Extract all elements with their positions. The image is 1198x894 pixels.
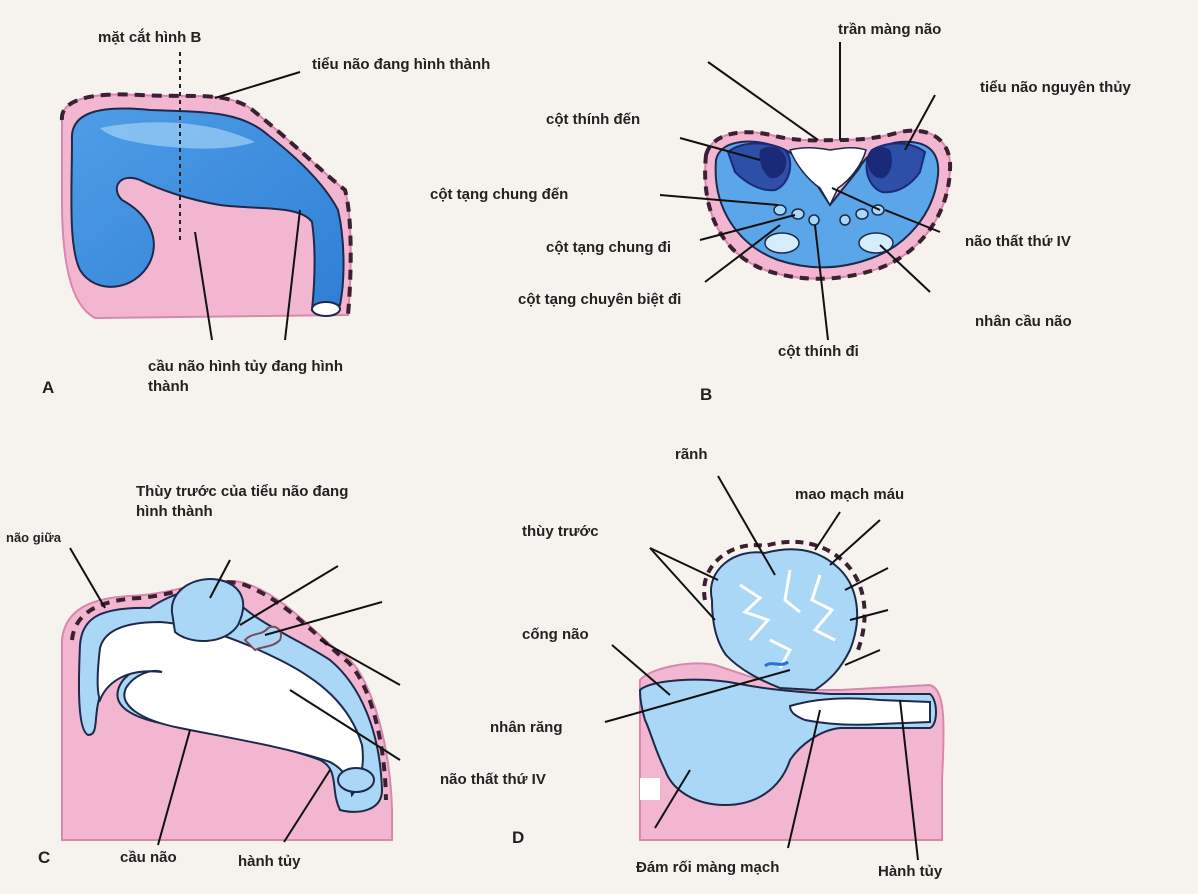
- panel-b-ventricle: [788, 146, 867, 207]
- panel-d-notch: [640, 778, 660, 800]
- panel-c-pointer-1: [239, 565, 339, 626]
- panel-c-letter: C: [38, 848, 51, 867]
- panel-b-pointer-ventricle-2: [884, 209, 941, 233]
- panel-d-pointer-fissure: [717, 475, 776, 576]
- label-c-pons: cầu não: [120, 849, 177, 866]
- panel-d-folia: [739, 569, 836, 669]
- label-d-dentate: nhân răng: [490, 719, 563, 736]
- panel-c-pointer-ventricle: [289, 689, 401, 761]
- panel-b-pointer-roof-2: [707, 61, 819, 141]
- label-d-medulla: Hành tủy: [878, 863, 943, 880]
- panel-d-pointer-dentate: [604, 669, 791, 723]
- panel-d-pointer-lobe-1: [649, 547, 719, 581]
- panel-c-ventricle: [96, 620, 364, 798]
- panel-b-nucleus-l1: [773, 204, 787, 216]
- panel-b-letter: B: [700, 385, 713, 404]
- panel-b-pointer-somatic-eff: [814, 224, 829, 341]
- label-a-section: mặt cắt hình B: [98, 29, 202, 46]
- label-d-fissure: rãnh: [675, 446, 708, 463]
- panel-b-nucleus-r1: [839, 214, 851, 226]
- label-d-anterior-lobe: thùy trước: [522, 523, 599, 540]
- label-b-somatic-afferent: cột thính đến: [546, 111, 641, 128]
- panel-a-pointer-pons-1: [194, 231, 213, 341]
- panel-d-pointer-vessel-5: [844, 649, 881, 666]
- panel-c-pointer-medulla: [283, 769, 331, 843]
- panel-d-pointer-vessel-3: [844, 567, 889, 591]
- label-b-primitive-cerebellum: tiểu não nguyên thủy: [980, 79, 1131, 96]
- panel-d-pointer-vessel-2: [829, 519, 881, 566]
- panel-b-pontine-left: [764, 232, 800, 254]
- panel-a-tube-opening: [311, 301, 341, 317]
- panel-d-dentate: [764, 660, 789, 668]
- panel-d-pointer-lobe-2: [649, 547, 716, 621]
- panel-c-cerebellum-bud: [170, 578, 245, 643]
- panel-a-letter: A: [42, 378, 55, 397]
- label-b-special-efferent: cột tạng chuyên biệt đi: [518, 291, 682, 308]
- panel-b-pointer-ventricle-1: [831, 187, 881, 211]
- label-b-roof: trần màng não: [838, 21, 942, 38]
- panel-b-pointer-somatic-aff: [679, 137, 761, 161]
- label-c-anterior-lobe: Thùy trước của tiểu não đang hình thành: [136, 483, 349, 520]
- panel-a-dashed-membrane: [59, 92, 353, 316]
- panel-b-pointer-spec-eff: [704, 224, 781, 283]
- panel-b-pointer-gen-eff: [699, 214, 796, 241]
- panel-a-figure: [59, 52, 353, 341]
- panel-a-pointer-pons-2: [284, 209, 301, 341]
- panel-d-letter: D: [512, 828, 525, 847]
- panel-d-cerebellum: [709, 548, 859, 692]
- panel-d-cerebellum-membrane: [702, 539, 867, 656]
- panel-b-figure: [659, 42, 953, 341]
- label-b-somatic-efferent: cột thính đi: [778, 343, 859, 360]
- panel-b-cerebellum-right: [867, 146, 892, 179]
- panel-d-pointer-aqueduct: [611, 644, 671, 696]
- panel-c-dashed-membrane: [70, 580, 388, 801]
- panel-d-pointer-pons: [654, 769, 691, 829]
- panel-b-pointer-cerebellum: [904, 94, 936, 151]
- panel-c-pointer-pons: [157, 729, 191, 846]
- panel-c-pointer-midbrain: [69, 547, 106, 609]
- panel-d-pointer-vessel-4: [849, 609, 889, 621]
- panel-d-ventricle: [788, 697, 931, 726]
- panel-d-pointer-choroid: [787, 709, 821, 849]
- panel-b-nucleus-l2: [791, 208, 805, 220]
- label-b-pontine-nuclei: nhân cầu não: [975, 313, 1072, 330]
- panel-a-neural-tube: [70, 107, 345, 312]
- label-d-choroid-plexus: Đám rối màng mạch: [636, 859, 780, 876]
- panel-b-pointer-visceral-aff: [659, 194, 779, 206]
- panel-c-pointer-3: [319, 639, 401, 686]
- panel-d-pointer-vessel-1: [814, 511, 841, 551]
- panel-b-nucleus-l3: [808, 214, 820, 226]
- panel-d-figure: [604, 475, 945, 861]
- panel-c-figure: [61, 547, 401, 846]
- label-b-visceral-afferent: cột tạng chung đến: [430, 186, 569, 203]
- panel-c-pointer-2: [264, 601, 383, 636]
- panel-d-pointer-medulla: [899, 699, 919, 861]
- panel-b-cerebellum-left: [759, 146, 787, 179]
- label-a-pons-medulla: cầu não hình tủy đang hình thành: [148, 358, 343, 395]
- label-c-fourth-ventricle: não thất thứ IV: [440, 771, 546, 788]
- label-b-general-efferent: cột tạng chung đi: [546, 239, 671, 256]
- label-a-cerebellum-forming: tiểu não đang hình thành: [312, 56, 491, 73]
- panel-b-pointer-pontine: [879, 244, 931, 293]
- label-d-aqueduct: cống não: [522, 626, 589, 643]
- panel-c-pointer-lobe: [209, 559, 231, 599]
- panel-a-highlight: [100, 122, 255, 149]
- panel-c-medulla-end: [337, 767, 375, 793]
- panel-a-pointer-cerebellum: [214, 71, 301, 99]
- label-b-fourth-ventricle: não thất thứ IV: [965, 233, 1071, 250]
- label-c-midbrain: não giữa: [6, 530, 61, 545]
- panel-b-nucleus-r2: [855, 208, 869, 220]
- label-d-blood-vessels: mao mạch máu: [795, 486, 905, 503]
- panel-b-pontine-right: [858, 232, 894, 254]
- panel-b-dashed-membrane: [703, 128, 953, 281]
- label-c-medulla: hành tủy: [238, 853, 301, 870]
